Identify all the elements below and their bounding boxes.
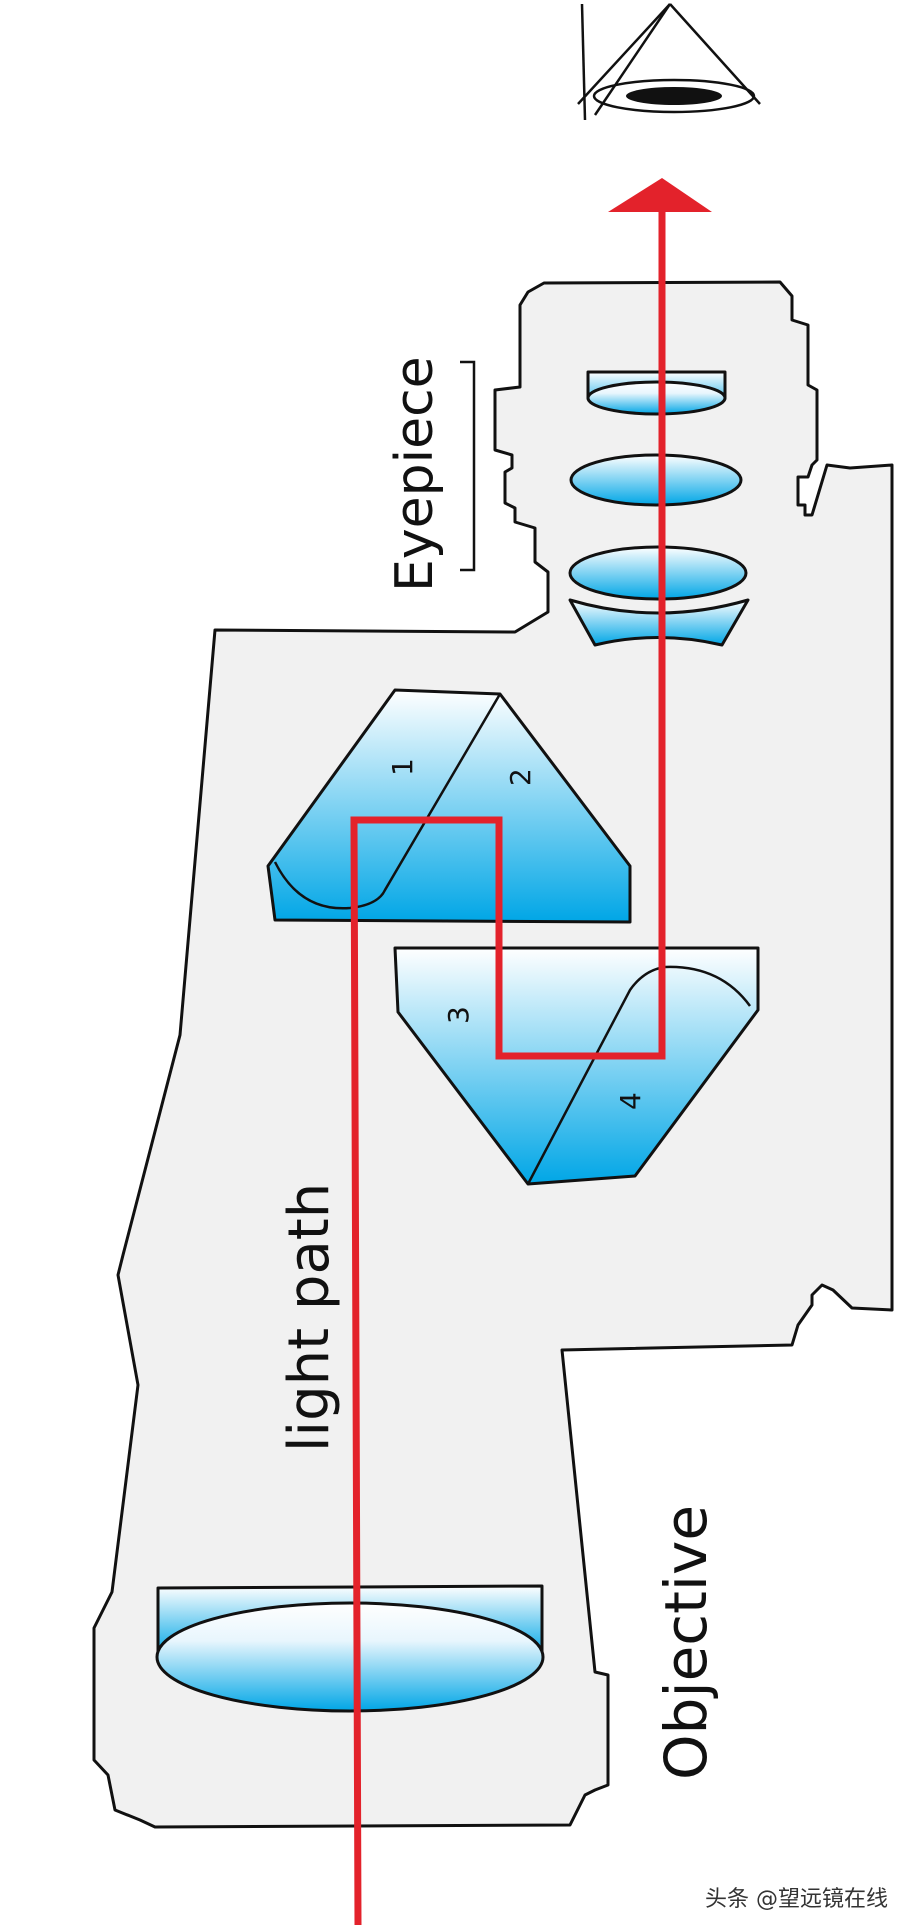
eyepiece-bracket bbox=[460, 360, 476, 572]
light-path-ray bbox=[350, 178, 712, 1925]
eyepiece-label: Eyepiece bbox=[385, 356, 445, 592]
prism-2-label: 2 bbox=[504, 768, 537, 786]
prism-4-label: 4 bbox=[614, 1092, 647, 1110]
eyepiece-lens-top bbox=[586, 370, 727, 416]
light-path-label: light path bbox=[277, 1183, 342, 1452]
prism-1-label: 1 bbox=[386, 758, 419, 776]
watermark: 头条 @望远镜在线 bbox=[705, 1887, 888, 1912]
prism-upper bbox=[266, 688, 632, 924]
objective-label: Objective bbox=[652, 1505, 720, 1780]
eyepiece-lens-middle bbox=[569, 453, 743, 507]
light-direction-arrow-icon bbox=[608, 178, 712, 212]
objective-lens bbox=[155, 1584, 545, 1713]
eye-icon bbox=[577, 3, 761, 121]
prism-3-label: 3 bbox=[442, 1006, 475, 1024]
